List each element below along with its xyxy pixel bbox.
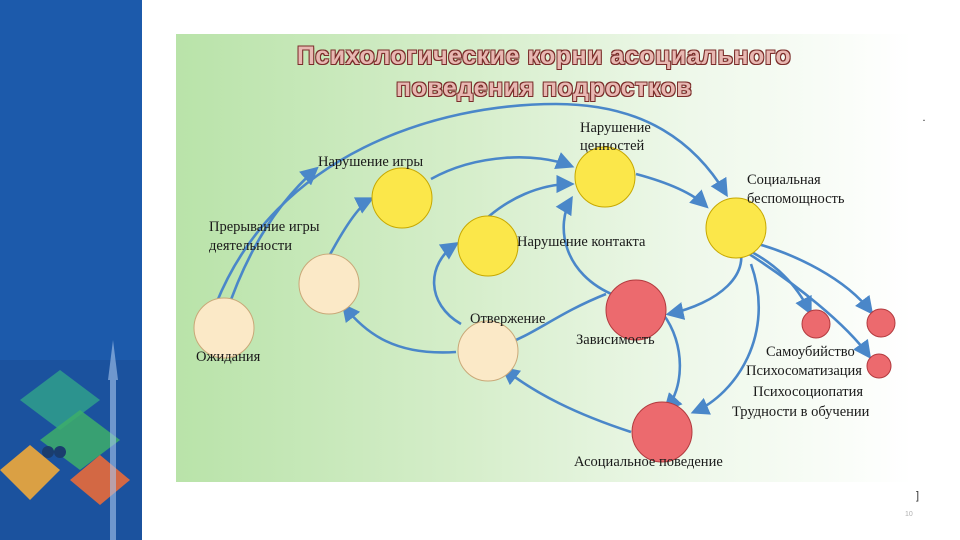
- node-outcome-red-3: [866, 353, 892, 379]
- node-value-violation: [574, 146, 636, 208]
- arrow-rejection-to-contact: [432, 241, 462, 326]
- node-dependence: [605, 279, 667, 341]
- node-expectations: [193, 297, 255, 359]
- page-number: 10: [905, 511, 913, 518]
- label-game-violation: Нарушение игры: [318, 154, 424, 170]
- people-icon: [42, 446, 54, 458]
- arrow-expectations-to-interruption: [224, 166, 319, 315]
- node-outcome-red-1: [801, 309, 831, 339]
- arrow-social-to-asocial: [690, 263, 761, 415]
- diagram-title-line2: поведения подростков: [395, 74, 693, 102]
- label-dependence: Зависимость: [576, 332, 655, 348]
- node-contact-violation: [457, 215, 519, 277]
- node-asocial-behavior: [631, 401, 693, 463]
- node-game-violation: [371, 167, 433, 229]
- diagram-figure: Психологические корни асоциального повед…: [176, 34, 912, 482]
- arrow-social-to-outcome-2: [750, 240, 874, 315]
- label-social-helplessness-line2: беспомощность: [747, 191, 845, 207]
- outcome-item: Психосоматизация: [746, 363, 862, 379]
- arrow-rejection-to-interruption: [341, 303, 457, 354]
- diagram-canvas: [193, 102, 896, 463]
- stray-dot: ·: [922, 113, 926, 127]
- label-value-violation-line1: Нарушение: [580, 120, 651, 136]
- label-contact-violation: Нарушение контакта: [517, 234, 646, 250]
- stray-bracket: ]: [916, 490, 920, 502]
- arrow-social-to-outcome-3: [745, 250, 872, 359]
- node-outcome-red-2: [866, 308, 896, 338]
- node-social-helplessness: [705, 197, 767, 259]
- node-interruption: [298, 253, 360, 315]
- outcome-item: Психосоциопатия: [753, 384, 864, 400]
- label-rejection: Отвержение: [470, 311, 546, 327]
- node-rejection: [457, 320, 519, 382]
- arrow-values-to-social: [635, 172, 709, 209]
- sidebar-illustration: [0, 0, 142, 540]
- spire-shape: [110, 380, 116, 540]
- arrow-dependence-to-values: [555, 195, 617, 298]
- arrow-asocial-to-rejection: [501, 366, 632, 434]
- label-social-helplessness-line1: Социальная: [747, 172, 821, 188]
- sidebar-decoration: [0, 0, 142, 540]
- label-value-violation-line2: ценностей: [580, 138, 645, 154]
- label-asocial-behavior: Асоциальное поведение: [574, 454, 723, 470]
- outcome-item: Трудности в обучении: [732, 404, 870, 420]
- diagram-title-line1: Психологические корни асоциального: [296, 42, 792, 70]
- label-interruption-line1: Прерывание игры: [209, 219, 320, 235]
- label-interruption-line2: деятельности: [209, 238, 293, 254]
- orange-diamond-shape: [0, 445, 60, 500]
- arrow-game-to-values: [430, 152, 575, 181]
- arrow-expectations-to-social: [214, 102, 728, 305]
- label-expectations: Ожидания: [196, 349, 261, 365]
- arrow-social-to-outcome-1: [745, 247, 812, 316]
- outcome-item: Самоубийство: [766, 344, 855, 360]
- arrow-interruption-to-game: [324, 197, 375, 263]
- arrow-dependence-to-asocial: [661, 313, 683, 412]
